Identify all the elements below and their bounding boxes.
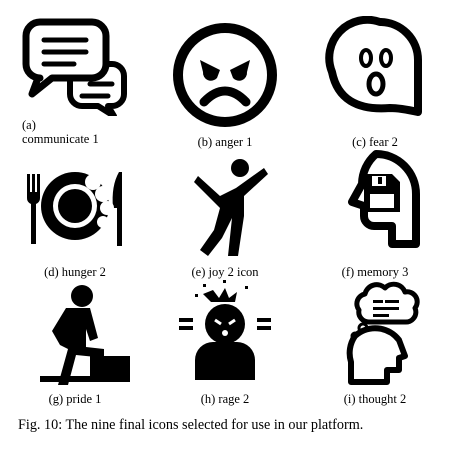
caption-anger: (b) anger 1 xyxy=(197,135,253,149)
angry-face-icon xyxy=(150,20,300,130)
head-floppy-disk-icon xyxy=(300,150,450,258)
exploding-head-icon xyxy=(150,280,300,385)
caption-communicate: (a) communicate 1 xyxy=(22,118,99,146)
jumping-person-icon xyxy=(150,152,300,257)
caption-hunger: (d) hunger 2 xyxy=(44,265,106,279)
caption-letter: (a) xyxy=(22,118,36,132)
caption-joy: (e) joy 2 icon xyxy=(191,265,259,279)
ghost-face-icon xyxy=(300,16,450,126)
figure-caption: Fig. 10: The nine final icons selected f… xyxy=(18,417,364,433)
person-podium-icon xyxy=(0,280,150,385)
caption-fear: (c) fear 2 xyxy=(352,135,398,149)
caption-label: communicate 1 xyxy=(22,132,99,146)
caption-memory: (f) memory 3 xyxy=(341,265,409,279)
caption-pride: (g) pride 1 xyxy=(48,392,102,406)
caption-thought: (i) thought 2 xyxy=(343,392,407,406)
caption-rage: (h) rage 2 xyxy=(200,392,250,406)
plate-cutlery-icon xyxy=(0,152,150,252)
speech-bubbles-icon xyxy=(0,16,150,116)
head-thought-bubble-icon xyxy=(300,280,450,385)
